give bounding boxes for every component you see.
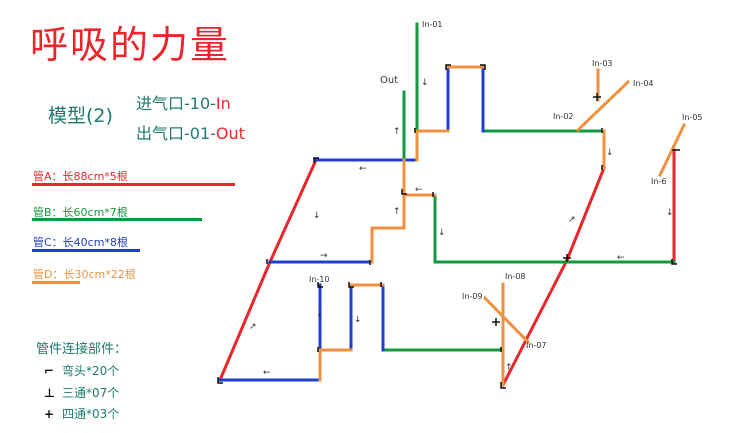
arrow-up-icon: ↑ <box>505 363 513 373</box>
connector-elbow: ⌐ 弯头*20个 <box>44 362 119 379</box>
model-label: 模型(2) <box>48 105 113 127</box>
outlet-prefix: 出气口-01- <box>136 124 216 143</box>
pipe-a-label: 管A：长88cm*5根 <box>33 170 128 183</box>
arrow-up-icon: ↑ <box>393 207 401 217</box>
arrow-down-icon: ↓ <box>606 148 614 158</box>
flow-arrows: ↓ ↑ ← ← ↓ ↑ → ↓ ↗ ↓ ↓ ← ↓ ↓ ← ↗ ↑ <box>249 78 674 378</box>
connector-tee: ⊥ 三通*07个 <box>44 384 119 401</box>
arrow-down-icon: ↓ <box>316 310 324 320</box>
page-title: 呼吸的力量 <box>30 23 231 67</box>
cross-marks <box>492 93 601 326</box>
node-in04: In-04 <box>633 79 654 88</box>
arrow-up-icon: ↑ <box>393 127 401 137</box>
arrow-left-icon: ← <box>415 185 423 195</box>
arrow-left-icon: ← <box>263 368 271 378</box>
arrow-up-icon: ↗ <box>568 215 576 225</box>
outlet-label: 出气口-01-Out <box>136 120 245 144</box>
arrow-down-icon: ↓ <box>354 315 362 325</box>
node-in03: In-03 <box>592 59 613 68</box>
node-in07: In-07 <box>526 341 547 350</box>
pipe-d-segment <box>482 295 531 345</box>
arrow-down-icon: ↓ <box>421 78 429 88</box>
arrow-right-icon: → <box>320 251 328 261</box>
tee-icon: ⊥ <box>44 386 55 400</box>
node-in09: In-09 <box>462 292 483 301</box>
node-in10: In-10 <box>309 275 330 284</box>
pipe-c-label: 管C：长40cm*8根 <box>33 236 128 249</box>
arrow-left-icon: ← <box>359 164 367 174</box>
pipe-a-swatch <box>32 183 235 186</box>
outlet-value: Out <box>215 124 245 143</box>
pipe-d-label: 管D：长30cm*22根 <box>33 268 136 281</box>
connector-elbow-label: 弯头*20个 <box>62 364 120 378</box>
node-in01: In-01 <box>422 20 443 29</box>
node-in02: In-02 <box>553 112 574 121</box>
pipe-c-swatch <box>32 249 140 252</box>
pipe-a-segment <box>268 158 318 264</box>
inlet-value: In <box>215 94 231 113</box>
elbow-icon: ⌐ <box>44 364 55 378</box>
pipe-b-label: 管B：长60cm*7根 <box>33 206 128 219</box>
pipe-d-swatch <box>32 281 80 284</box>
arrow-left-icon: ← <box>617 253 625 263</box>
node-in05: In-05 <box>682 113 703 122</box>
connector-cross-label: 四通*03个 <box>62 407 120 421</box>
arrow-up-icon: ↗ <box>249 322 257 332</box>
node-out: Out <box>380 75 398 86</box>
arrow-down-icon: ↓ <box>438 228 446 238</box>
pipe-a-segment <box>565 166 606 262</box>
pipe-a-segment <box>218 260 272 382</box>
pipe-d-segment <box>575 79 631 133</box>
inlet-label: 进气口-10-In <box>136 90 231 114</box>
inlet-prefix: 进气口-10- <box>136 94 216 113</box>
arrow-down-icon: ↓ <box>666 208 674 218</box>
arrow-down-icon: ↓ <box>313 211 321 221</box>
node-in08: In-08 <box>505 272 526 281</box>
pipe-b-swatch <box>32 218 202 221</box>
cross-icon: + <box>44 407 55 421</box>
node-in6: In-6 <box>651 177 666 186</box>
connector-cross: + 四通*03个 <box>44 405 119 422</box>
connectors-title: 管件连接部件： <box>36 342 128 357</box>
pipe-a-segment <box>500 257 570 388</box>
connector-tee-label: 三通*07个 <box>62 386 120 400</box>
connector-marks <box>217 64 680 389</box>
